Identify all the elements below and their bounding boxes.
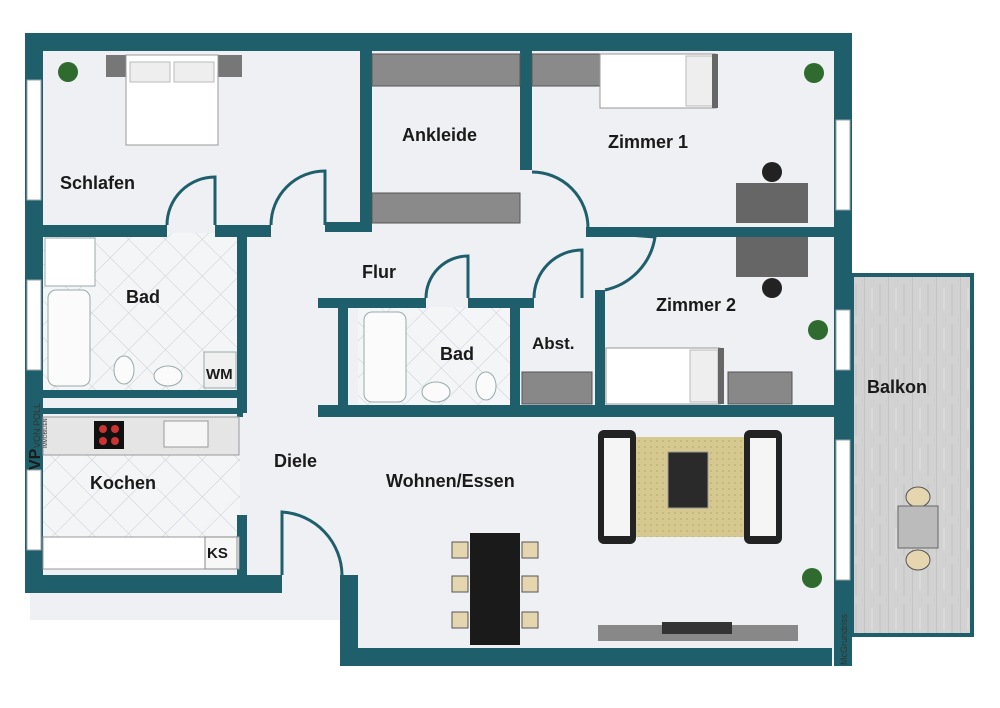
room-label-bad2: Bad	[440, 344, 474, 364]
logo-sub: IMMOBILIEN	[43, 418, 49, 448]
wardrobes	[371, 53, 603, 224]
single-bed-1	[599, 53, 718, 109]
room-label-balkon: Balkon	[867, 377, 927, 397]
balcony-furniture	[897, 486, 939, 571]
windows	[26, 79, 851, 581]
room-label-bad1: Bad	[126, 287, 160, 307]
room-label-diele: Diele	[274, 451, 317, 471]
logo: VP VON POLL IMMOBILIEN	[27, 403, 49, 470]
living-furniture	[598, 430, 798, 641]
balcony	[850, 273, 974, 637]
room-label-zimmer1: Zimmer 1	[608, 132, 688, 152]
appliance-ks: KS	[207, 545, 228, 562]
appliance-wm: WM	[206, 366, 233, 383]
room-label-ankleide: Ankleide	[402, 125, 477, 145]
coffee-table	[667, 451, 709, 509]
plant-icon	[58, 62, 828, 588]
double-bed	[106, 54, 242, 146]
room-label-schlafen: Schlafen	[60, 173, 135, 193]
room-label-kochen: Kochen	[90, 473, 156, 493]
single-bed-2	[605, 347, 724, 405]
room-labels: Schlafen Ankleide Zimmer 1 Zimmer 2 Flur…	[60, 125, 927, 493]
desk-2	[736, 237, 808, 298]
room-label-zimmer2: Zimmer 2	[656, 295, 736, 315]
desk-1	[736, 162, 808, 223]
room-label-wohnen: Wohnen/Essen	[386, 471, 515, 491]
room-label-flur: Flur	[362, 262, 396, 282]
bath-fixtures	[44, 237, 497, 403]
dressers	[521, 371, 793, 405]
logo-monogram: VP	[27, 448, 44, 470]
dining-table	[451, 533, 539, 645]
doors	[165, 169, 657, 576]
appliance-labels: WM KS	[206, 366, 233, 562]
logo-text: VON POLL	[32, 403, 42, 448]
room-label-abst: Abst.	[532, 334, 575, 353]
credit-text: McGrundriss	[839, 613, 849, 665]
kitchen-counter	[42, 416, 240, 570]
